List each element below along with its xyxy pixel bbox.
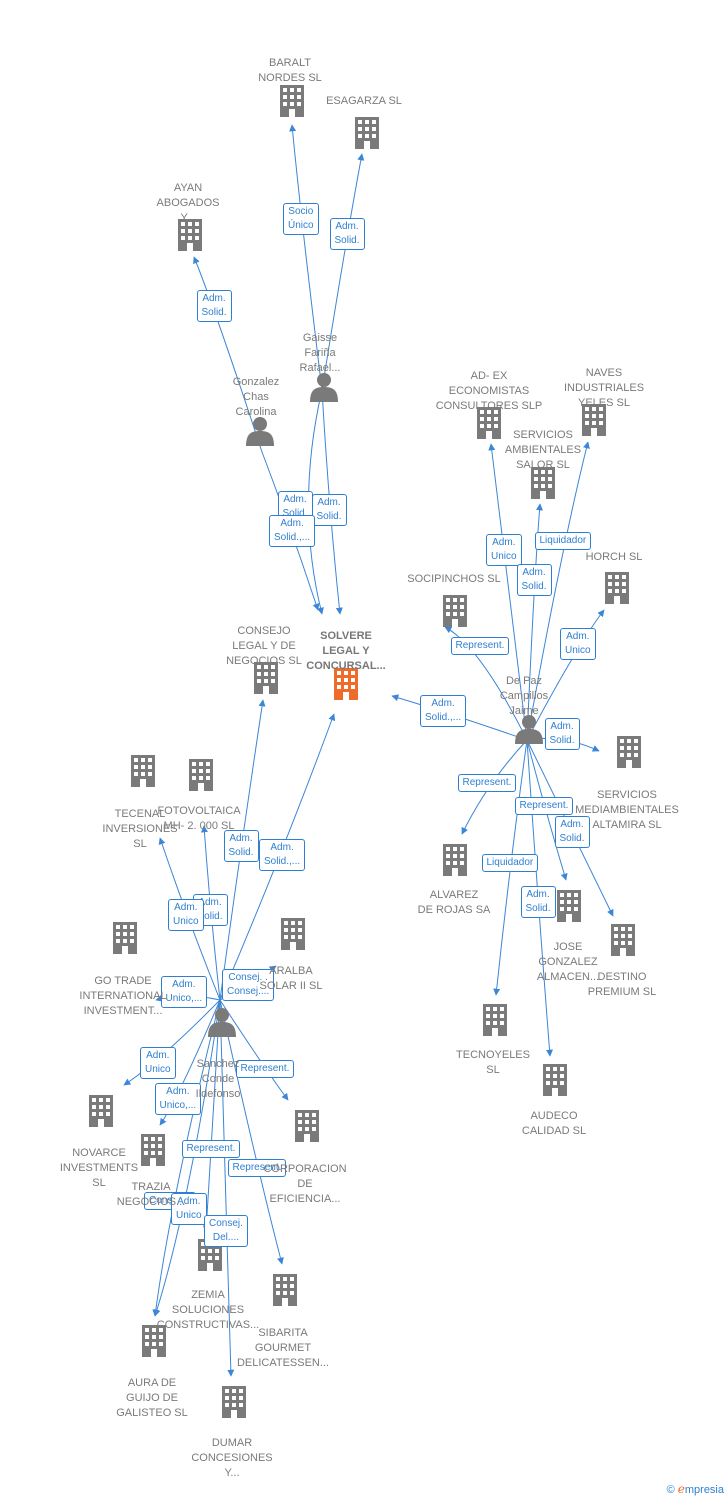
building-icon-trazia[interactable] <box>141 1134 165 1166</box>
relation-label-depaz-josegonzalez[interactable]: Represent. <box>514 797 574 815</box>
building-icon-sibarita[interactable] <box>273 1274 297 1306</box>
building-icon-tecnoyeles[interactable] <box>483 1004 507 1036</box>
building-icon-destino[interactable] <box>611 924 635 956</box>
relation-label-depaz-socipinchos[interactable]: Represent. <box>450 637 510 655</box>
relation-label-sanchez-tecenal[interactable]: Adm. Unico <box>168 899 204 931</box>
relation-label-depaz-adex[interactable]: Adm. Unico <box>486 534 522 566</box>
relation-label-sanchez-aralba[interactable]: Consej. . Consej.... <box>222 969 275 1001</box>
relation-label-sanchez-dumar[interactable]: Consej. Del.... <box>204 1215 248 1247</box>
relation-label-depaz-audeco[interactable]: Adm. Solid. <box>520 886 556 918</box>
relation-edge-sanchez-dumar <box>219 999 235 1377</box>
relation-edge-gonzalez-ayan <box>193 256 263 453</box>
building-icon-dumar[interactable] <box>222 1386 246 1418</box>
relation-label-sanchez-trazia[interactable]: Adm. Unico,... <box>154 1083 202 1115</box>
footer-credit: © empresia <box>667 1482 724 1496</box>
building-icon-adex[interactable] <box>477 407 501 439</box>
person-icon-gonzalez[interactable] <box>246 417 274 446</box>
relation-label-gaisse-esagarza[interactable]: Adm. Solid. <box>329 218 365 250</box>
relation-label-sanchez-zemia[interactable]: Represent. <box>181 1140 241 1158</box>
relation-edge-gaisse-esagarza <box>321 153 365 391</box>
building-icon-socipinchos[interactable] <box>443 595 467 627</box>
relation-label-sanchez-center[interactable]: Adm. Solid.,... <box>259 839 306 871</box>
building-icon-audeco[interactable] <box>543 1064 567 1096</box>
building-icon-naves[interactable] <box>582 404 606 436</box>
building-icon-salor[interactable] <box>531 467 555 499</box>
relation-edge-sanchez-trazia <box>159 999 221 1126</box>
building-icon-aura[interactable] <box>142 1325 166 1357</box>
copyright-symbol: © <box>666 1484 675 1496</box>
relation-edge-depaz-salor <box>526 503 543 741</box>
person-icon-gaisse[interactable] <box>310 373 338 402</box>
relation-label-depaz-salor[interactable]: Adm. Solid. <box>516 564 552 596</box>
brand-name: mpresia <box>684 1484 724 1496</box>
building-icon-goto[interactable] <box>113 922 137 954</box>
relation-label-gonzalez-ayan[interactable]: Adm. Solid. <box>196 290 232 322</box>
relation-label-depaz-tecnoyeles[interactable]: Liquidador <box>481 854 539 872</box>
person-icon-sanchez[interactable] <box>208 1008 236 1037</box>
relation-edge-sanchez-sibarita <box>219 999 284 1265</box>
building-icon-fotovoltaica[interactable] <box>189 759 213 791</box>
building-icon-tecenal[interactable] <box>131 755 155 787</box>
relation-edge-gaisse-baralt <box>289 124 323 391</box>
relation-label-gonzalez-center[interactable]: Adm. Solid.,... <box>269 515 316 547</box>
relation-label-sanchez-consejo[interactable]: Adm. Solid. <box>223 830 259 862</box>
relation-edge-sanchez-aura <box>153 999 221 1317</box>
relation-label-depaz-altamira[interactable]: Adm. Solid. <box>544 718 580 750</box>
building-icon-aralba[interactable] <box>281 918 305 950</box>
relation-label-depaz-alvarez[interactable]: Represent. <box>457 774 517 792</box>
relation-label-depaz-horch[interactable]: Adm. Unico <box>560 628 596 660</box>
relation-label-sanchez-corporacion[interactable]: Represent. <box>235 1060 295 1078</box>
brand-initial: e <box>677 1482 685 1496</box>
relation-label-sanchez-goto[interactable]: Adm. Unico,... <box>160 976 208 1008</box>
building-icon-novarce[interactable] <box>89 1095 113 1127</box>
building-icon-josegonzalez[interactable] <box>557 890 581 922</box>
relation-label-depaz-destino[interactable]: Adm. Solid. <box>554 816 590 848</box>
relation-edge-depaz-adex <box>488 443 528 741</box>
building-icon-consejo[interactable] <box>254 662 278 694</box>
building-icon-alvarez[interactable] <box>443 844 467 876</box>
relation-label-gaisse-center[interactable]: Adm. Solid. <box>311 494 347 526</box>
building-icon-corporacion[interactable] <box>295 1110 319 1142</box>
building-icon-horch[interactable] <box>605 572 629 604</box>
relation-label-depaz-naves[interactable]: Liquidador <box>534 532 592 550</box>
relation-label-depaz-center[interactable]: Adm. Solid.,... <box>420 695 467 727</box>
relation-label-gaisse-baralt[interactable]: Socio Único <box>283 203 319 235</box>
building-icon-ayan[interactable] <box>178 219 202 251</box>
relation-edge-sanchez-corporacion <box>219 999 289 1101</box>
building-icon-esagarza[interactable] <box>355 117 379 149</box>
building-icon-altamira[interactable] <box>617 736 641 768</box>
building-icon-center[interactable] <box>334 668 358 700</box>
relation-label-sanchez-aura[interactable]: Adm. Unico <box>171 1193 207 1225</box>
relation-label-sanchez-sibarita[interactable]: Represent. <box>227 1159 287 1177</box>
person-icon-depaz[interactable] <box>515 715 543 744</box>
relation-label-sanchez-novarce[interactable]: Adm. Unico <box>140 1047 176 1079</box>
building-icon-baralt[interactable] <box>280 85 304 117</box>
relation-edge-sanchez-aura <box>152 999 221 1317</box>
relation-edge-depaz-naves <box>526 441 590 741</box>
relation-edge-depaz-socipinchos <box>444 626 528 741</box>
